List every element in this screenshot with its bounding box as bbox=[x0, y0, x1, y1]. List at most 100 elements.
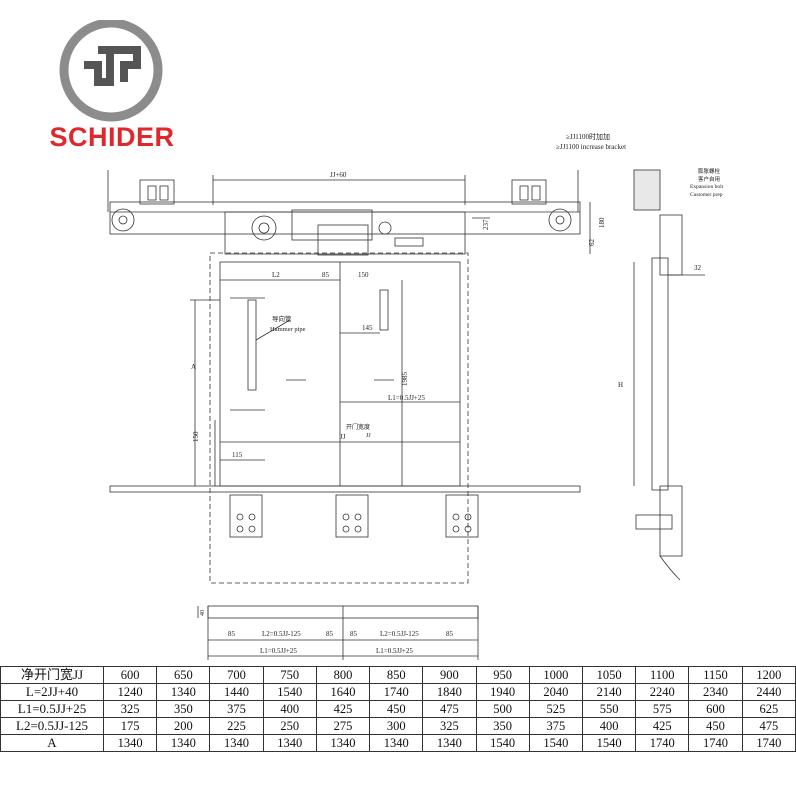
table-cell: 750 bbox=[262, 666, 317, 684]
table-cell: 400 bbox=[581, 717, 637, 735]
table-cell: 300 bbox=[369, 717, 424, 735]
sill-85-c: 85 bbox=[350, 630, 358, 638]
table-cell: 200 bbox=[156, 717, 211, 735]
table-cell: 1540 bbox=[262, 683, 317, 701]
table-cell: 525 bbox=[528, 700, 583, 718]
table-cell: 1340 bbox=[369, 734, 424, 752]
door-operator-drawing: ≥JJ1100时加加 ≥JJ1100 increase bracket JJ+6… bbox=[107, 132, 724, 660]
table-cell: 1340 bbox=[102, 734, 158, 752]
table-cell: 2140 bbox=[581, 683, 637, 701]
dim-40: 40 bbox=[200, 610, 206, 616]
dim-145: 145 bbox=[362, 324, 373, 332]
dim-1985: 1985 bbox=[401, 372, 409, 387]
table-cell: 375 bbox=[209, 700, 264, 718]
table-cell: 1740 bbox=[688, 734, 743, 752]
table-cell: 1440 bbox=[209, 683, 264, 701]
sill-85-a: 85 bbox=[228, 630, 236, 638]
table-cell: 500 bbox=[475, 700, 530, 718]
table-cell: 1200 bbox=[741, 666, 796, 684]
table-cell: 625 bbox=[741, 700, 796, 718]
dim-a: A bbox=[191, 363, 196, 371]
table-cell: 1340 bbox=[156, 683, 211, 701]
table-cell: 450 bbox=[688, 717, 743, 735]
row-label: L=2JJ+40 bbox=[0, 683, 104, 701]
table-cell: 250 bbox=[262, 717, 317, 735]
table-cell: 950 bbox=[475, 666, 530, 684]
table-cell: 1000 bbox=[528, 666, 583, 684]
dim-l2: L2 bbox=[272, 271, 280, 279]
sill-l2-left: L2=0.5JJ-125 bbox=[262, 630, 301, 638]
sill-l1-left: L1=0.5JJ+25 bbox=[260, 647, 297, 655]
dim-32: 32 bbox=[694, 264, 702, 272]
table-cell: 1100 bbox=[635, 666, 690, 684]
dim-150-top: 150 bbox=[358, 271, 369, 279]
table-cell: 325 bbox=[422, 717, 477, 735]
table-cell: 1540 bbox=[528, 734, 583, 752]
table-cell: 575 bbox=[635, 700, 690, 718]
table-cell: 550 bbox=[581, 700, 637, 718]
table-cell: 1150 bbox=[688, 666, 743, 684]
table-cell: 350 bbox=[475, 717, 530, 735]
table-cell: 175 bbox=[102, 717, 158, 735]
sill-85-b: 85 bbox=[326, 630, 334, 638]
expansion-cn: 膨胀螺栓 bbox=[698, 167, 721, 175]
table-cell: 650 bbox=[156, 666, 211, 684]
table-cell: 1740 bbox=[635, 734, 690, 752]
sill-85-d: 85 bbox=[446, 630, 454, 638]
bracket-note-cn: ≥JJ1100时加加 bbox=[566, 132, 610, 141]
table-cell: 700 bbox=[209, 666, 264, 684]
row-label: 净开门宽JJ bbox=[0, 666, 104, 684]
dim-115: 115 bbox=[232, 451, 243, 459]
dim-jj: JJ bbox=[340, 433, 346, 441]
table-cell: 600 bbox=[688, 700, 743, 718]
brand-name: SCHIDER bbox=[49, 122, 175, 152]
table-cell: 1340 bbox=[156, 734, 211, 752]
table-cell: 325 bbox=[102, 700, 158, 718]
table-cell: 2340 bbox=[688, 683, 743, 701]
table-cell: 1240 bbox=[102, 683, 158, 701]
table-cell: 225 bbox=[209, 717, 264, 735]
table-cell: 1740 bbox=[369, 683, 424, 701]
table-cell: 1340 bbox=[209, 734, 264, 752]
table-cell: 600 bbox=[102, 666, 158, 684]
table-cell: 425 bbox=[635, 717, 690, 735]
customer-en: Customer prep bbox=[690, 192, 723, 198]
table-cell: 2040 bbox=[528, 683, 583, 701]
table-cell: 800 bbox=[315, 666, 371, 684]
dim-side: H bbox=[618, 381, 623, 389]
table-cell: 850 bbox=[369, 666, 424, 684]
dim-l1: L1=0.5JJ+25 bbox=[388, 394, 425, 402]
dim-top: JJ+60 bbox=[330, 171, 347, 179]
table-cell: 350 bbox=[156, 700, 211, 718]
hammer-pipe-cn: 导向管 bbox=[272, 314, 292, 323]
sill-l2-right: L2=0.5JJ-125 bbox=[380, 630, 419, 638]
dim-62: 62 bbox=[588, 239, 596, 247]
dim-jj2: JJ bbox=[366, 433, 371, 439]
table-cell: 1340 bbox=[315, 734, 371, 752]
table-cell: 1540 bbox=[581, 734, 637, 752]
table-cell: 2440 bbox=[741, 683, 796, 701]
row-label: A bbox=[0, 734, 104, 752]
table-cell: 1340 bbox=[262, 734, 317, 752]
table-cell: 275 bbox=[315, 717, 371, 735]
schider-logo-icon bbox=[59, 20, 163, 122]
row-label: L1=0.5JJ+25 bbox=[0, 700, 104, 718]
dim-85: 85 bbox=[322, 271, 330, 279]
bracket-note-en: ≥JJ1100 increase bracket bbox=[556, 143, 626, 151]
table-cell: 1740 bbox=[741, 734, 796, 752]
table-cell: 1940 bbox=[475, 683, 530, 701]
dim-237: 237 bbox=[482, 219, 490, 230]
table-cell: 2240 bbox=[635, 683, 690, 701]
dim-180: 180 bbox=[598, 217, 606, 228]
hammer-pipe-en: Hammer pipe bbox=[270, 326, 306, 333]
table-cell: 1340 bbox=[422, 734, 477, 752]
table-cell: 1050 bbox=[581, 666, 637, 684]
customer-cn: 客户自用 bbox=[698, 175, 720, 183]
row-label: L2=0.5JJ-125 bbox=[0, 717, 104, 735]
open-width-cn: 开门宽度 bbox=[346, 423, 370, 431]
